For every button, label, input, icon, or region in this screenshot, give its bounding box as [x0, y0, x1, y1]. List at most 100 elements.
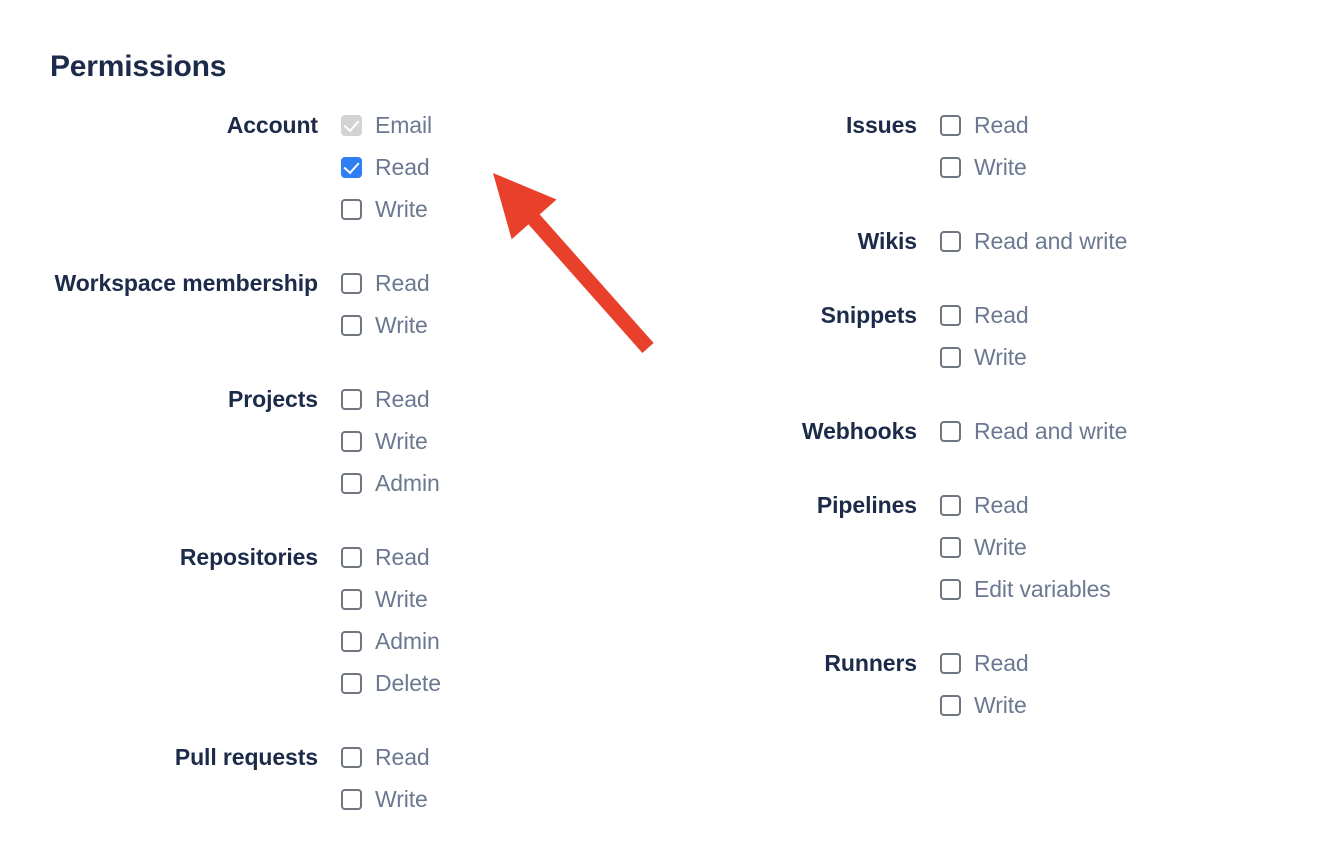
issues-write-checkbox[interactable]: [940, 156, 961, 178]
workspace-membership-read-checkbox[interactable]: [341, 272, 362, 294]
wikis-read-and-write-checkbox[interactable]: [940, 230, 961, 252]
permission-group: Wikis Read and write: [660, 220, 1322, 262]
pipelines-edit-variables-label[interactable]: Edit variables: [974, 576, 1111, 602]
pull-requests-read-label[interactable]: Read: [375, 744, 430, 770]
permission-group: Webhooks Read and write: [660, 410, 1322, 452]
permission-option-row: Write: [341, 420, 660, 462]
repositories-write-label[interactable]: Write: [375, 586, 428, 612]
permission-option-row: Read: [940, 294, 1322, 336]
workspace-membership-read-label[interactable]: Read: [375, 270, 430, 296]
pipelines-write-checkbox[interactable]: [940, 536, 961, 558]
pull-requests-read-checkbox[interactable]: [341, 746, 362, 768]
permission-option-row: Email: [341, 104, 660, 146]
snippets-write-label[interactable]: Write: [974, 344, 1027, 370]
permission-group-label: Workspace membership: [54, 270, 319, 296]
permission-group-label: Wikis: [857, 228, 917, 254]
permission-option-row: Read: [940, 484, 1322, 526]
permission-group-label: Account: [226, 112, 318, 138]
permission-group-label: Snippets: [820, 302, 917, 328]
projects-read-label[interactable]: Read: [375, 386, 430, 412]
snippets-write-checkbox[interactable]: [940, 346, 961, 368]
permission-option-row: Read: [341, 378, 660, 420]
permission-group-label: Runners: [824, 650, 917, 676]
permission-option-row: Admin: [341, 620, 660, 662]
webhooks-read-and-write-checkbox[interactable]: [940, 420, 961, 442]
permission-option-row: Read: [940, 104, 1322, 146]
repositories-delete-checkbox[interactable]: [341, 672, 362, 694]
permission-group-label: Projects: [228, 386, 318, 412]
page-title: Permissions: [50, 50, 227, 83]
pull-requests-write-checkbox[interactable]: [341, 788, 362, 810]
issues-read-label[interactable]: Read: [974, 112, 1029, 138]
workspace-membership-write-label[interactable]: Write: [375, 312, 428, 338]
account-read-checkbox[interactable]: [341, 156, 362, 178]
projects-read-checkbox[interactable]: [341, 388, 362, 410]
projects-admin-label[interactable]: Admin: [375, 470, 440, 496]
permission-group-options: Read and write: [940, 220, 1322, 262]
pipelines-read-label[interactable]: Read: [974, 492, 1029, 518]
permission-option-row: Write: [341, 578, 660, 620]
issues-read-checkbox[interactable]: [940, 114, 961, 136]
permission-group-label: Issues: [845, 112, 917, 138]
account-read-label[interactable]: Read: [375, 154, 430, 180]
permission-option-row: Read: [341, 736, 660, 778]
permission-option-row: Write: [940, 336, 1322, 378]
account-email-label: Email: [375, 112, 433, 138]
permission-option-row: Write: [341, 304, 660, 346]
permission-group-options: Read and write: [940, 410, 1322, 452]
account-write-checkbox[interactable]: [341, 198, 362, 220]
runners-read-label[interactable]: Read: [974, 650, 1029, 676]
projects-write-label[interactable]: Write: [375, 428, 428, 454]
pipelines-read-checkbox[interactable]: [940, 494, 961, 516]
repositories-delete-label[interactable]: Delete: [375, 670, 441, 696]
account-write-label[interactable]: Write: [375, 196, 428, 222]
projects-write-checkbox[interactable]: [341, 430, 362, 452]
permission-option-row: Delete: [341, 662, 660, 704]
permission-option-row: Read and write: [940, 410, 1322, 452]
runners-write-label[interactable]: Write: [974, 692, 1027, 718]
permission-option-row: Admin: [341, 462, 660, 504]
projects-admin-checkbox[interactable]: [341, 472, 362, 494]
workspace-membership-write-checkbox[interactable]: [341, 314, 362, 336]
runners-write-checkbox[interactable]: [940, 694, 961, 716]
snippets-read-checkbox[interactable]: [940, 304, 961, 326]
check-icon: [343, 157, 360, 174]
repositories-admin-checkbox[interactable]: [341, 630, 362, 652]
issues-write-label[interactable]: Write: [974, 154, 1027, 180]
permission-option-row: Read: [341, 146, 660, 188]
permission-group-label: Webhooks: [801, 418, 917, 444]
runners-read-checkbox[interactable]: [940, 652, 961, 674]
pipelines-edit-variables-checkbox[interactable]: [940, 578, 961, 600]
wikis-read-and-write-label[interactable]: Read and write: [974, 228, 1128, 254]
snippets-read-label[interactable]: Read: [974, 302, 1029, 328]
repositories-admin-label[interactable]: Admin: [375, 628, 440, 654]
permission-option-row: Read: [940, 642, 1322, 684]
permission-option-row: Read and write: [940, 220, 1322, 262]
webhooks-read-and-write-label[interactable]: Read and write: [974, 418, 1128, 444]
permission-group-label: Repositories: [179, 544, 318, 570]
pipelines-write-label[interactable]: Write: [974, 534, 1027, 560]
permission-option-row: Write: [940, 146, 1322, 188]
pull-requests-write-label[interactable]: Write: [375, 786, 428, 812]
account-email-checkbox: [341, 114, 362, 136]
repositories-write-checkbox[interactable]: [341, 588, 362, 610]
repositories-read-label[interactable]: Read: [375, 544, 430, 570]
repositories-read-checkbox[interactable]: [341, 546, 362, 568]
